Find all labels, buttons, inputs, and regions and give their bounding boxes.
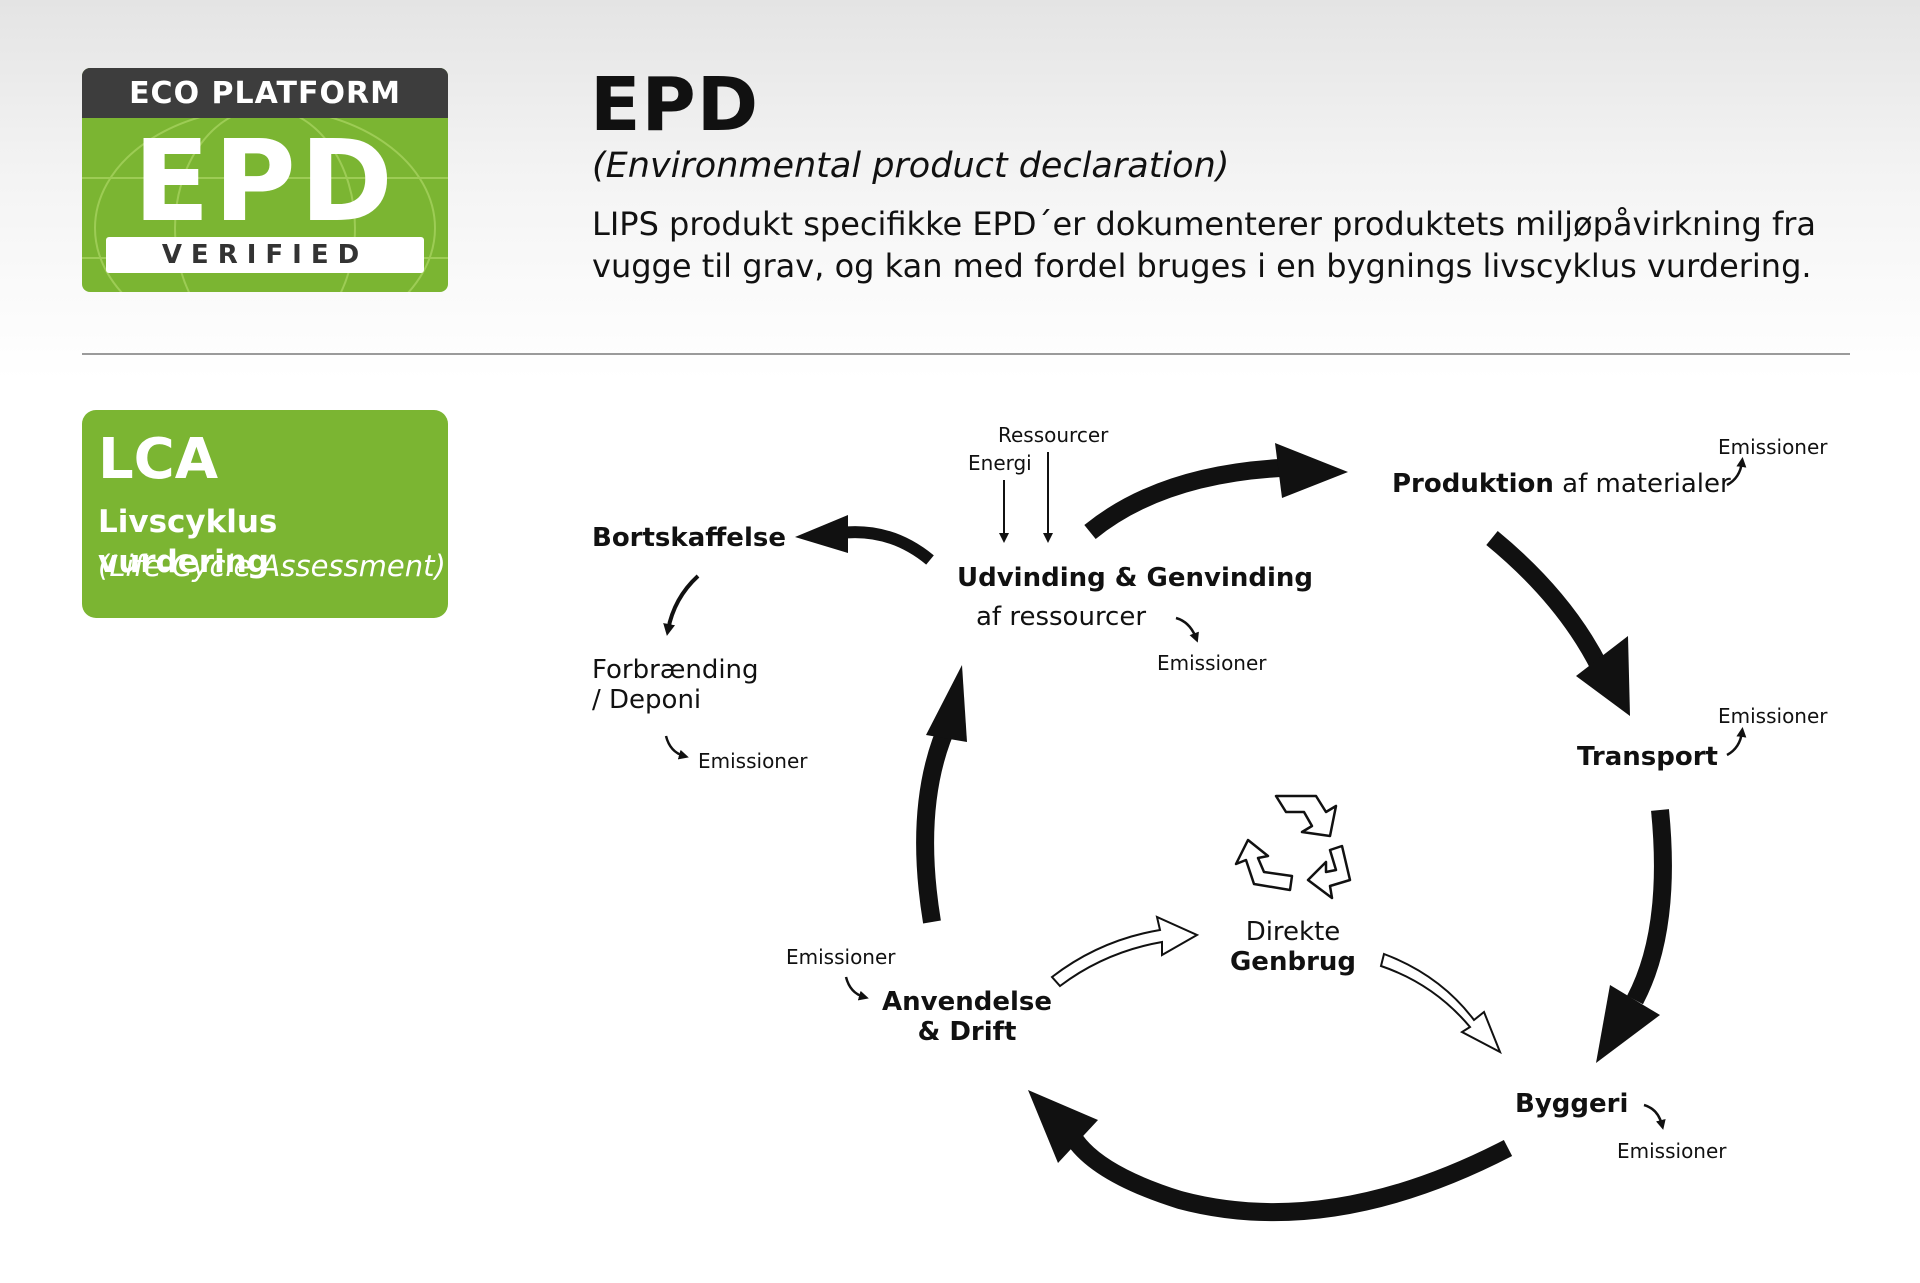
lca-title: LCA (98, 427, 219, 492)
direct-recycling-line: Direkte (1245, 917, 1341, 947)
incineration-label-line: / Deponi (592, 684, 702, 715)
emission-arrow (664, 735, 689, 760)
emission-arrows (664, 457, 1747, 1130)
incineration-label: Forbrænding / Deponi (592, 655, 759, 716)
direct-recycling-label: Direkte Genbrug (1228, 917, 1358, 978)
lca-english-subtitle: (Life-Cycle Assessment) (98, 549, 446, 583)
extraction-sub-label: af ressourcer (976, 602, 1147, 632)
verified-label: VERIFIED (106, 237, 424, 273)
emission-arrow (844, 976, 869, 1001)
cycle-arrowhead (795, 515, 848, 553)
direct-recycling-arrows (1050, 915, 1502, 1055)
cycle-arrow-shaft (916, 716, 959, 924)
use-label-line: Anvendelse (882, 987, 1052, 1017)
hollow-arrow (1050, 915, 1200, 988)
emission-arrow (1726, 727, 1747, 757)
epd-subtitle: (Environmental product declaration) (592, 146, 1230, 186)
cycle-arrow-shaft (1067, 1134, 1513, 1222)
energy-label: Energi (968, 451, 1032, 475)
resources-label: Ressourcer (998, 423, 1109, 447)
use-label: Anvendelse & Drift (882, 987, 1052, 1048)
emissions-label: Emissioner (786, 945, 896, 969)
emission-arrow (1175, 616, 1199, 643)
epd-title: EPD (590, 62, 760, 148)
extraction-label: Udvinding & Genvinding (957, 563, 1314, 593)
emission-arrow (1643, 1103, 1666, 1130)
section-divider (82, 353, 1850, 355)
emissions-label: Emissioner (698, 749, 808, 773)
lca-subtitle: Livscyklus vurdering (98, 504, 278, 580)
cycle-arrowhead (1275, 443, 1348, 498)
eco-platform-label: ECO PLATFORM (82, 68, 448, 118)
recycle-icon (1234, 794, 1352, 900)
use-label-line: & Drift (917, 1016, 1017, 1047)
cycle-arrowhead (1576, 636, 1630, 716)
disposal-arrow (663, 574, 700, 636)
emissions-label: Emissioner (1718, 704, 1828, 728)
epd-description: LIPS produkt specifikke EPD´er dokumente… (592, 203, 1892, 287)
emissions-label: Emissioner (1157, 651, 1267, 675)
production-label-rest: af materialer (1553, 469, 1731, 499)
cycle-arrow-shaft (839, 526, 934, 565)
cycle-arrow-shaft (1627, 809, 1672, 1005)
emission-arrow (1726, 457, 1747, 487)
construction-label: Byggeri (1515, 1089, 1629, 1119)
cycle-arrowhead (926, 665, 967, 742)
emissions-label: Emissioner (1718, 435, 1828, 459)
lca-badge: LCA Livscyklus vurdering (Life-Cycle Ass… (82, 410, 448, 618)
disposal-label: Bortskaffelse (592, 523, 786, 553)
main-cycle-arrows (795, 443, 1672, 1222)
hollow-arrow (1379, 952, 1502, 1055)
cycle-arrow-shaft (1486, 531, 1609, 673)
direct-recycling-line: Genbrug (1229, 946, 1357, 977)
epd-logo-text: EPD (133, 117, 397, 247)
production-label-bold: Produktion (1392, 469, 1554, 499)
cycle-arrowhead (1028, 1090, 1098, 1163)
resource-input-arrows (999, 452, 1053, 543)
cycle-arrow-shaft (1084, 459, 1281, 540)
emissions-label: Emissioner (1617, 1139, 1727, 1163)
epd-description-line: vugge til grav, og kan med fordel bruges… (592, 247, 1812, 285)
transport-label: Transport (1577, 742, 1718, 772)
incineration-label-line: Forbrænding (592, 655, 759, 685)
production-label: Produktion af materialer (1392, 469, 1731, 500)
eco-platform-epd-badge: ECO PLATFORM EPD VERIFIED (82, 68, 448, 292)
cycle-arrowhead (1596, 985, 1660, 1063)
epd-description-line: LIPS produkt specifikke EPD´er dokumente… (592, 205, 1816, 243)
